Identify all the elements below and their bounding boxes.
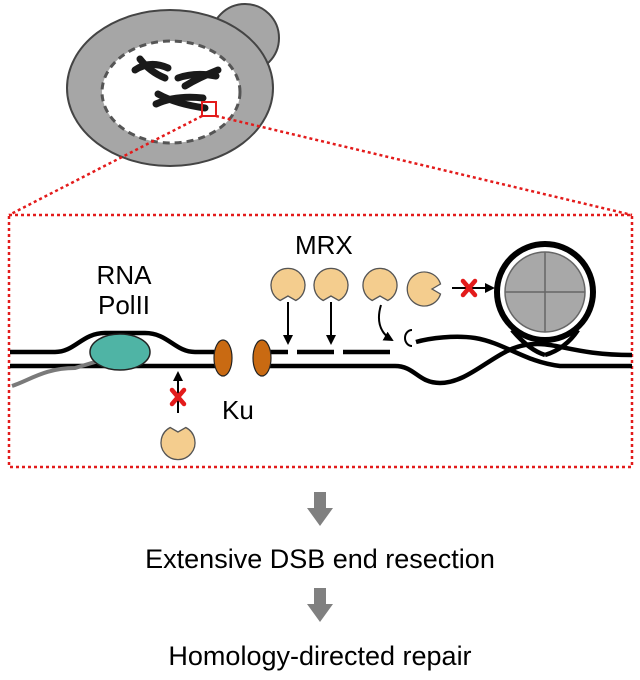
step-repair-label: Homology-directed repair [168,641,472,671]
mrx-complexes [160,267,442,461]
mrx-label: MRX [295,230,353,260]
interaction-arrows [173,283,495,413]
mrx-pacman [362,267,398,302]
down-arrow-icon [307,588,333,622]
ku-right [252,339,272,377]
rna-polii-label-line1: RNA [96,260,152,290]
chromosomes [131,55,222,112]
step-resection-label: Extensive DSB end resection [145,544,495,574]
red-x-icon [460,278,478,298]
resection-end-hook [404,329,413,347]
zoom-guide-right [215,114,633,217]
red-x-icon [169,387,187,407]
yeast-cell [66,3,280,167]
zoom-region-marker [201,101,217,117]
mrx-pacman-bottom [160,426,196,461]
nucleosome [494,241,596,358]
rna-polii-label-line2: PolII [97,290,151,320]
ku-label: Ku [222,395,254,425]
mrx-pacman [313,267,349,302]
mrx-pacman [406,271,442,307]
zoom-inset-outline [7,114,634,469]
nucleus [100,39,242,145]
rna-transcript [11,360,96,388]
chromosome [181,66,222,90]
dna-right-bottom-strand [270,341,633,386]
mrx-action-arrow [378,304,394,341]
nucleosome-dna-tail [544,328,580,358]
red-x-stroke [460,278,478,298]
dna-left-top-strand [10,330,220,355]
zoom-guide-left [8,114,203,217]
dna-right-top-flap [415,334,632,369]
mrx-pacman [270,267,306,302]
ku-left [213,339,233,377]
down-arrow-icon [307,492,333,526]
nucleosome-dna-wrap [494,241,596,343]
chromosome [152,93,207,108]
rna-polii [89,333,151,371]
red-x-stroke [169,387,187,407]
nucleosome-dna-tail [510,328,546,358]
chromosome [136,55,169,82]
chromosome [131,61,172,74]
chromosome [154,90,209,112]
